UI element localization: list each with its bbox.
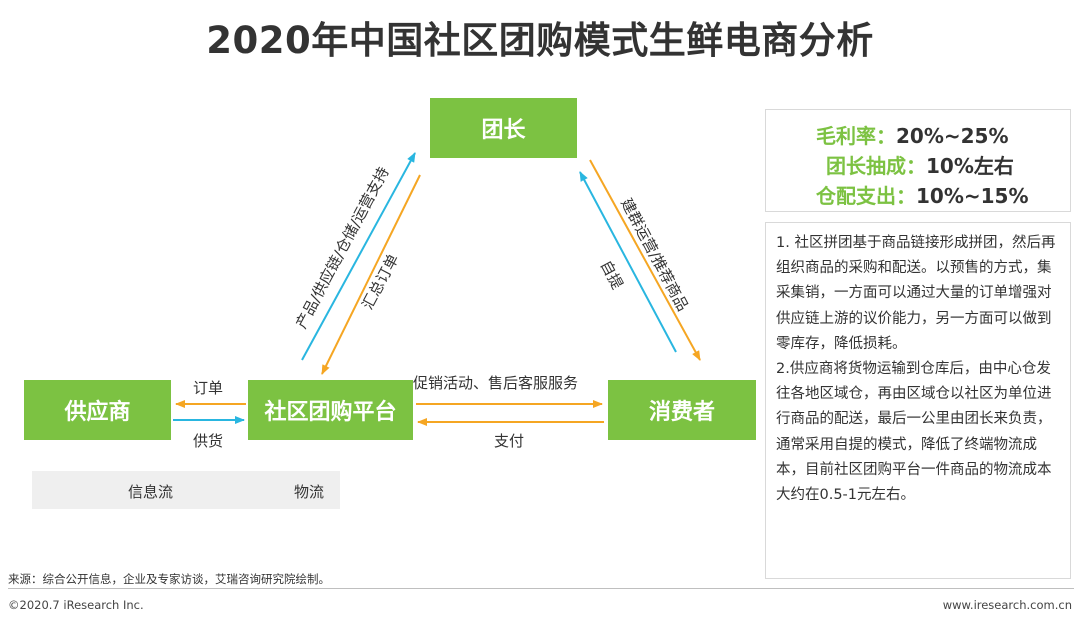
kpi-box: 毛利率：20%~25% 团长抽成：10%左右 仓配支出：10%~15% (765, 109, 1071, 212)
arrow-support (301, 152, 416, 361)
legend-info-flow: 信息流 (128, 483, 174, 501)
arrow-aggregate (321, 174, 421, 375)
page-title: 2020年中国社区团购模式生鲜电商分析 (206, 19, 874, 62)
footer-copyright: ©2020.7 iResearch Inc. (8, 598, 144, 612)
kpi-warehouse-cost: 仓配支出：10%~15% (816, 184, 1029, 208)
description-paragraph-1: 1. 社区拼团基于商品链接形成拼团，然后再组织商品的采购和配送。以预售的方式，集… (776, 235, 1056, 352)
node-supplier: 供应商 (24, 380, 171, 440)
footer-divider (8, 588, 1074, 589)
node-consumer: 消费者 (608, 380, 756, 440)
arrow-self-pickup (579, 171, 677, 353)
label-payment: 支付 (494, 432, 525, 450)
kpi-leader-commission: 团长抽成：10%左右 (826, 154, 1014, 178)
footer-website: www.iresearch.com.cn (942, 598, 1072, 612)
legend: 信息流 物流 (32, 471, 340, 509)
node-platform: 社区团购平台 (248, 380, 413, 440)
source-note: 来源：综合公开信息，企业及专家访谈，艾瑞咨询研究院绘制。 (8, 572, 330, 586)
description-paragraph-2: 2.供应商将货物运输到仓库后，由中心仓发往各地区域仓，再由区域仓以社区为单位进行… (776, 361, 1052, 504)
label-promotion: 促销活动、售后客服服务 (413, 374, 579, 392)
arrow-group-build (589, 159, 701, 361)
description-box: 1. 社区拼团基于商品链接形成拼团，然后再组织商品的采购和配送。以预售的方式，集… (765, 222, 1071, 579)
legend-logistics-flow: 物流 (294, 483, 325, 501)
label-order: 订单 (193, 379, 224, 397)
label-supply: 供货 (193, 432, 224, 450)
kpi-gross-margin: 毛利率：20%~25% (816, 124, 1009, 148)
node-group-leader: 团长 (430, 98, 577, 158)
